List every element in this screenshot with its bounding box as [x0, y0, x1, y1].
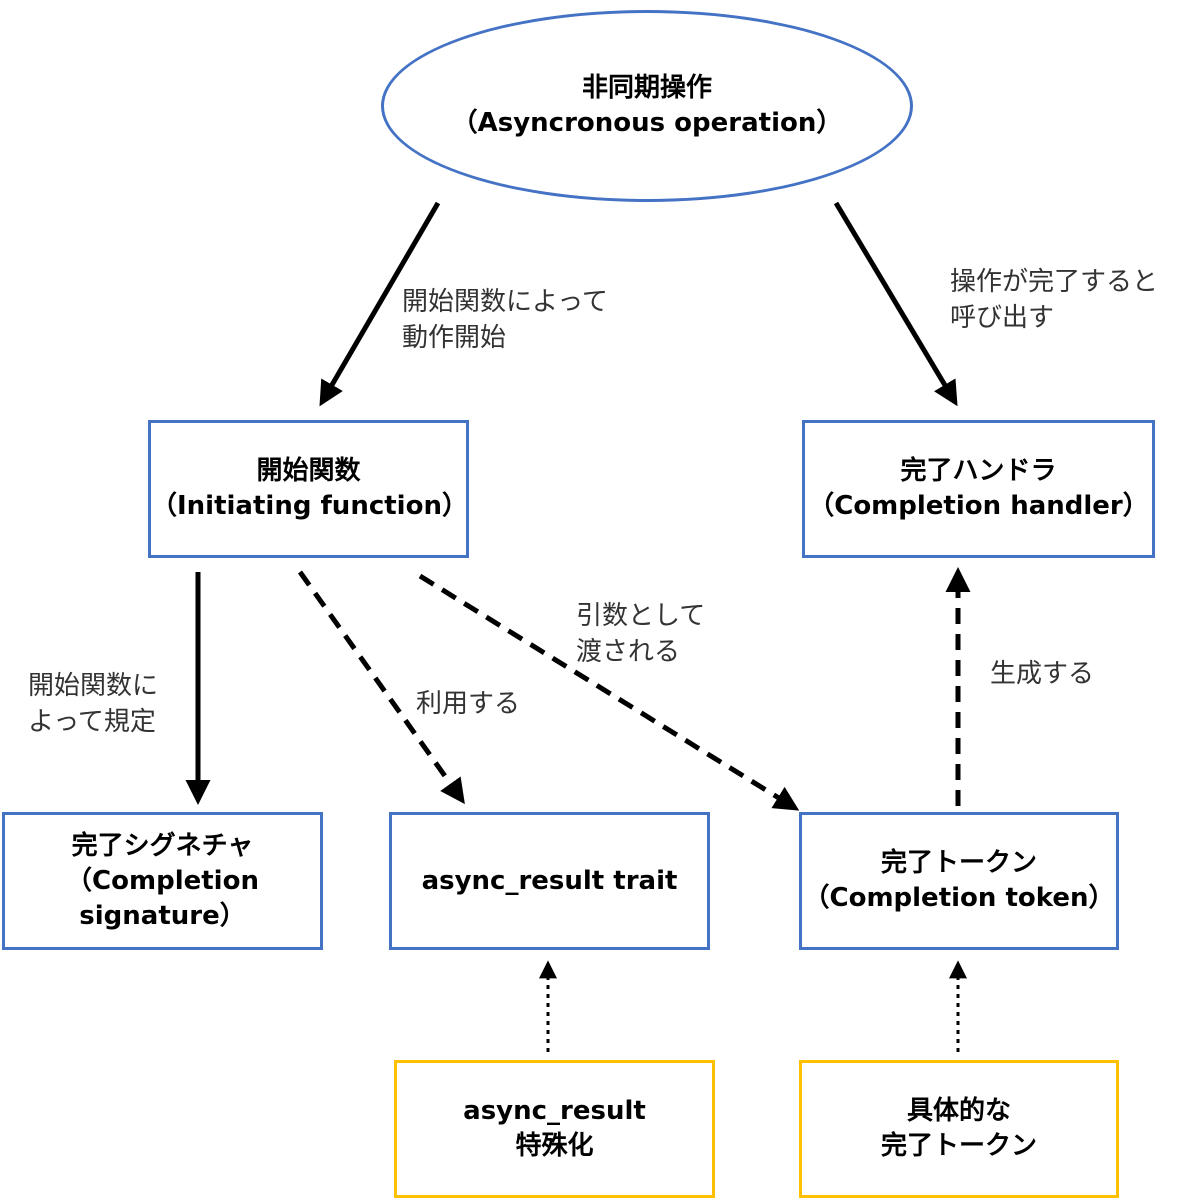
completion-signature-subtitle-2: signature） — [79, 900, 246, 931]
label-passed-as-argument-line2: 渡される — [576, 637, 681, 667]
async-result-specialization-title: async_result — [463, 1096, 646, 1126]
label-start-by-initiating: 開始関数によって 動作開始 — [402, 284, 608, 356]
completion-handler-subtitle: （Completion handler） — [808, 491, 1149, 521]
concrete-completion-token-subtitle: 完了トークン — [880, 1131, 1037, 1161]
completion-handler-node: 完了ハンドラ （Completion handler） — [802, 420, 1155, 558]
label-called-on-completion-line1: 操作が完了すると — [950, 267, 1159, 297]
label-called-on-completion-line2: 呼び出す — [950, 303, 1055, 333]
arrow-operation-to-handler — [833, 201, 958, 407]
completion-token-subtitle: （Completion token） — [803, 883, 1115, 913]
label-uses-line1: 利用する — [416, 689, 521, 719]
arrow-initiating-to-token — [418, 573, 800, 811]
async-operation-title: 非同期操作 — [581, 73, 712, 103]
arrow-initiating-to-async-result — [297, 570, 465, 805]
label-defined-by-initiating-line2: よって規定 — [28, 707, 156, 737]
async-operation-node: 非同期操作 （Asyncronous operation） — [381, 10, 913, 202]
label-start-by-initiating-line1: 開始関数によって — [402, 287, 608, 317]
async-result-specialization-subtitle: 特殊化 — [515, 1131, 594, 1161]
completion-handler-title: 完了ハンドラ — [900, 456, 1057, 486]
label-generates-line1: 生成する — [990, 659, 1095, 689]
label-defined-by-initiating: 開始関数に よって規定 — [28, 668, 158, 740]
completion-signature-subtitle-1: （Completion — [66, 865, 259, 896]
completion-signature-node: 完了シグネチャ （Completion signature） — [2, 812, 323, 950]
async-operation-subtitle: （Asyncronous operation） — [451, 108, 843, 138]
arrow-operation-to-initiating — [319, 201, 441, 407]
completion-token-title: 完了トークン — [880, 848, 1037, 878]
async-result-specialization-node: async_result 特殊化 — [394, 1060, 715, 1198]
completion-token-node: 完了トークン （Completion token） — [799, 812, 1119, 950]
initiating-function-node: 開始関数 （Initiating function） — [148, 420, 469, 558]
label-passed-as-argument: 引数として 渡される — [576, 598, 705, 670]
completion-signature-title: 完了シグネチャ — [71, 830, 254, 861]
label-uses: 利用する — [416, 686, 520, 722]
label-called-on-completion: 操作が完了すると 呼び出す — [950, 264, 1158, 336]
async-result-trait-title: async_result trait — [421, 865, 678, 896]
label-passed-as-argument-line1: 引数として — [576, 601, 706, 631]
async-result-trait-node: async_result trait — [389, 812, 710, 950]
concrete-completion-token-node: 具体的な 完了トークン — [799, 1060, 1119, 1198]
label-generates: 生成する — [990, 656, 1094, 692]
concrete-completion-token-title: 具体的な — [906, 1096, 1011, 1126]
initiating-function-title: 開始関数 — [256, 456, 361, 486]
initiating-function-subtitle: （Initiating function） — [151, 491, 468, 521]
label-defined-by-initiating-line1: 開始関数に — [28, 671, 159, 701]
label-start-by-initiating-line2: 動作開始 — [402, 323, 507, 353]
